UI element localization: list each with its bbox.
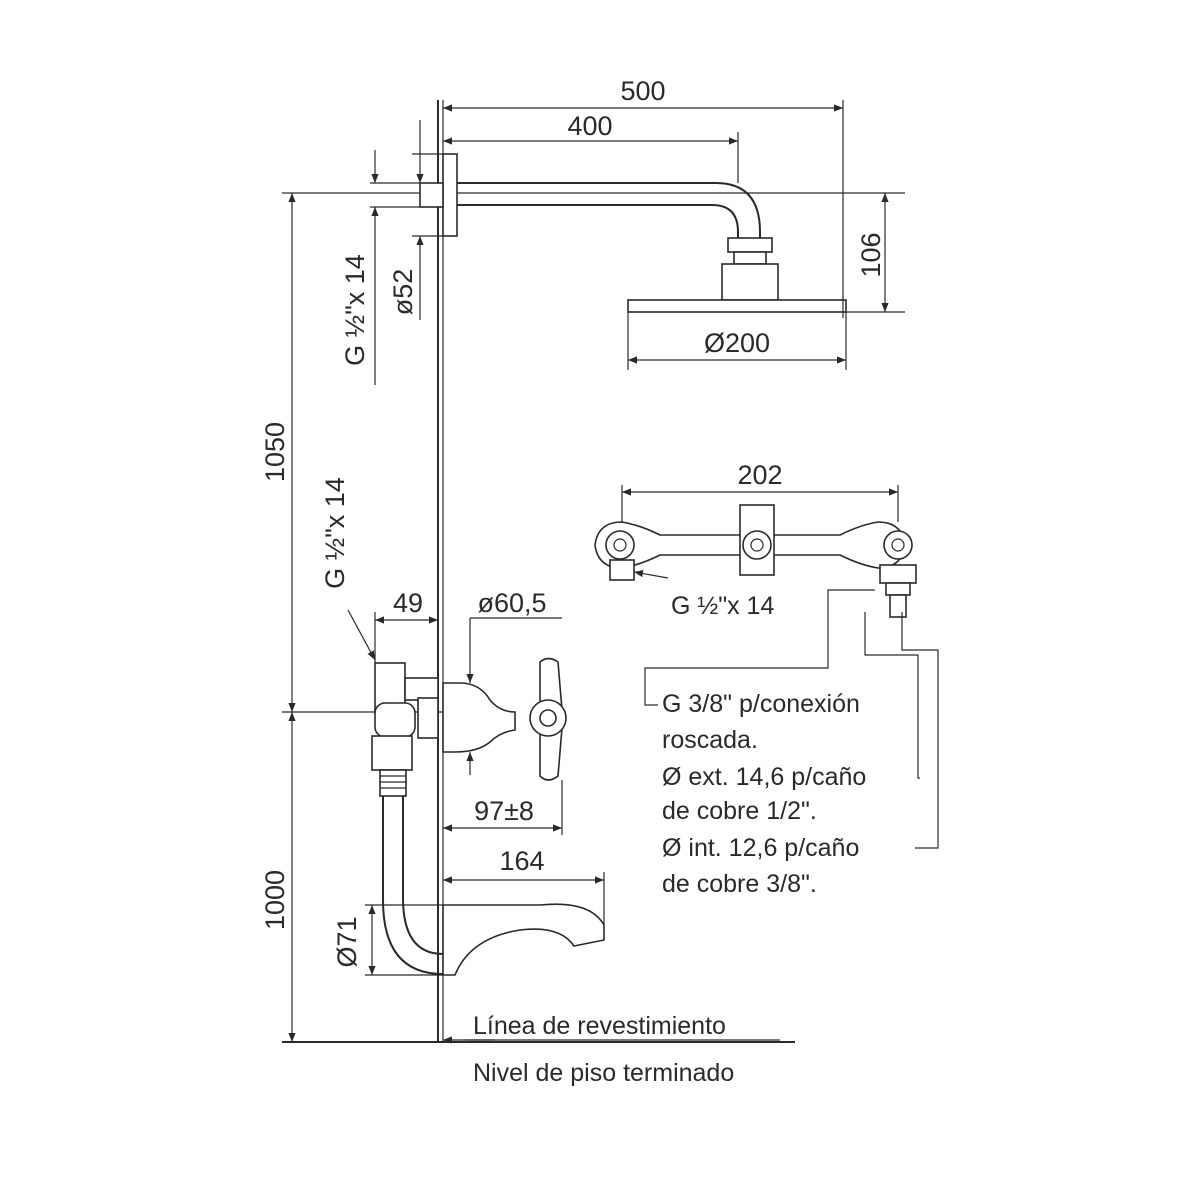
note-line-2: roscada. — [662, 726, 758, 754]
label-1000: 1000 — [260, 870, 290, 930]
wall-flange — [442, 153, 458, 237]
leader-note-3 — [901, 612, 939, 849]
leader-thread-detail — [633, 570, 669, 579]
connector-nut — [879, 564, 917, 584]
arm-nut — [727, 237, 773, 253]
dimension-labels: 500 400 106 Ø200 ø52 G ½"x 14 1050 G ½"x… — [260, 76, 886, 968]
inlet-right — [883, 530, 913, 560]
label-thread-top: G ½"x 14 — [340, 254, 370, 366]
label-200: Ø200 — [704, 328, 770, 358]
note-line-3: Ø ext. 14,6 p/caño — [662, 763, 866, 791]
note-line-6: de cobre 3/8". — [662, 870, 817, 898]
note-line-1: G 3/8" p/conexión — [662, 690, 860, 718]
outlet-center — [742, 530, 772, 560]
label-floor-level: Nivel de piso terminado — [473, 1059, 734, 1087]
shower-arm-top — [457, 182, 761, 238]
label-71: Ø71 — [332, 916, 362, 967]
bath-spout — [442, 903, 605, 976]
shower-arm-assembly — [419, 153, 847, 313]
mixer-thread — [379, 769, 407, 797]
label-500: 500 — [620, 76, 665, 106]
spout-pipe-outer — [382, 796, 444, 975]
label-1050: 1050 — [260, 422, 290, 482]
inlet-left-thread — [609, 559, 635, 581]
handle-arm-bottom — [539, 727, 563, 781]
handle-cap — [539, 709, 557, 727]
shower-arm-bottom — [457, 204, 739, 238]
leader-note-2 — [864, 612, 920, 779]
inlet-left — [605, 530, 635, 560]
handle-arm-top — [539, 657, 563, 711]
label-400: 400 — [567, 111, 612, 141]
label-thread-mixer: G ½"x 14 — [320, 477, 350, 589]
mixer-elbow — [374, 702, 416, 738]
arm-connector — [733, 251, 767, 265]
mixer-hex-nut — [371, 735, 413, 771]
head-ball-joint — [721, 263, 779, 301]
label-52: ø52 — [388, 269, 418, 316]
leader-thread-mixer — [347, 609, 376, 661]
mixer-inlet-pipe — [404, 677, 439, 701]
note-line-4: de cobre 1/2". — [662, 797, 817, 825]
arm-fitting — [419, 182, 444, 208]
mixer-detail-view — [594, 504, 917, 618]
label-106: 106 — [856, 232, 886, 277]
shower-head — [627, 299, 847, 313]
mixer-wall-nut — [417, 697, 439, 739]
note-line-5: Ø int. 12,6 p/caño — [662, 834, 859, 862]
label-97: 97±8 — [474, 796, 534, 826]
label-wall-line: Línea de revestimiento — [473, 1012, 726, 1040]
reference-labels: Línea de revestimiento Nivel de piso ter… — [473, 1012, 734, 1087]
mixer-assembly — [371, 657, 605, 976]
spout-pipe-inner — [402, 796, 444, 955]
label-164: 164 — [499, 846, 544, 876]
connection-note: G 3/8" p/conexión roscada. Ø ext. 14,6 p… — [662, 690, 866, 898]
leader-note-1 — [644, 589, 875, 706]
connector-pipe — [889, 594, 907, 618]
connector-thread — [885, 582, 911, 596]
handle-escutcheon — [442, 682, 516, 753]
dimension-lines — [288, 100, 939, 1044]
label-202: 202 — [737, 460, 782, 490]
label-605: ø60,5 — [477, 588, 546, 618]
label-49: 49 — [393, 588, 423, 618]
label-thread-detail: G ½"x 14 — [671, 592, 774, 620]
